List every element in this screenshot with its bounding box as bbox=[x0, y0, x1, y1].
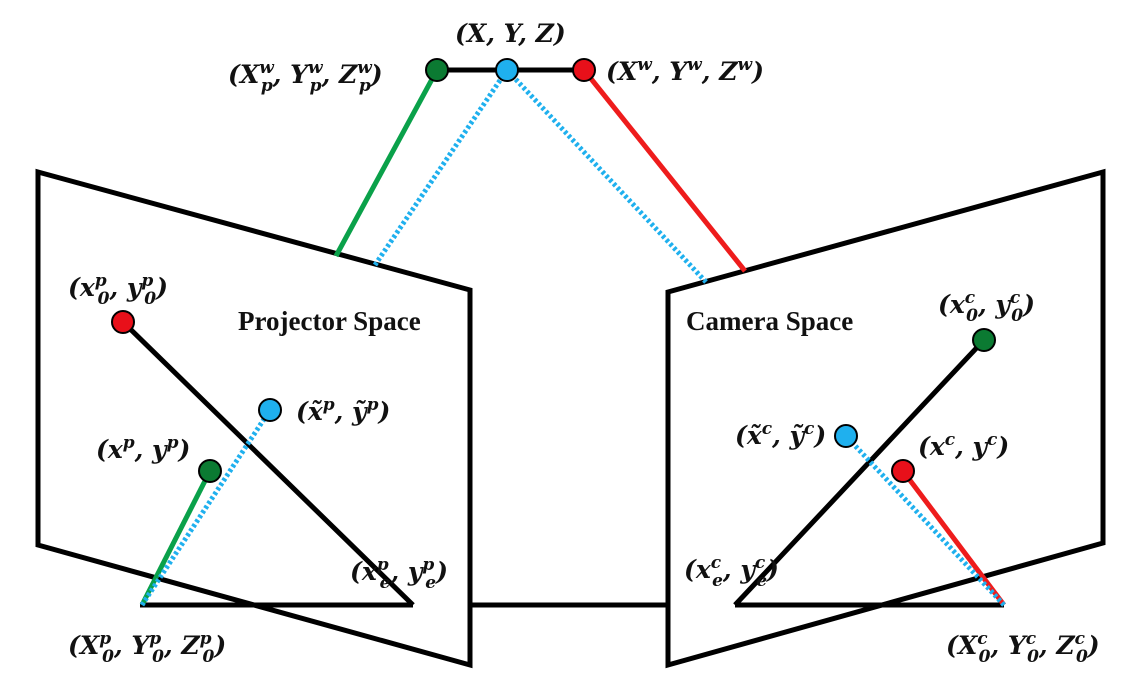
projector-ray-green-inside bbox=[139, 469, 213, 607]
camera-ray-blue-inside bbox=[844, 434, 1006, 607]
camera-ray-red-outside bbox=[582, 68, 747, 273]
camera-epipolar-line bbox=[733, 338, 986, 607]
projector-epipolar-line bbox=[121, 320, 415, 607]
camera-origin-green-dot-icon bbox=[972, 328, 996, 352]
projector-plane bbox=[35, 168, 473, 669]
projector-ideal-blue-dot-icon bbox=[258, 398, 282, 422]
camera-space-title: Camera Space bbox=[686, 306, 853, 336]
projector-ray-blue-outside bbox=[372, 68, 510, 267]
world-camera-point-red-dot-icon bbox=[572, 58, 596, 82]
camera-plane bbox=[665, 168, 1106, 669]
camera-point-label: (xc, yc) bbox=[918, 430, 1009, 461]
camera-ray-blue-outside bbox=[505, 68, 708, 284]
camera-ray-red-inside bbox=[901, 469, 1006, 607]
projector-origin-red-dot-icon bbox=[111, 310, 135, 334]
camera-point-red-dot-icon bbox=[891, 459, 915, 483]
projector-ray-blue-inside bbox=[139, 408, 273, 607]
world-ideal-label: (X, Y, Z) bbox=[455, 19, 566, 48]
world-projector-point-green-dot-icon bbox=[425, 58, 449, 82]
world-camera-label: (Xw, Yw, Zw) bbox=[606, 55, 764, 86]
camera-ideal-blue-dot-icon bbox=[834, 424, 858, 448]
world-ideal-point-blue-dot-icon bbox=[495, 58, 519, 82]
projector-point-green-dot-icon bbox=[198, 459, 222, 483]
projector-space-title: Projector Space bbox=[238, 306, 421, 336]
projector-point-label: (xp, yp) bbox=[96, 433, 190, 464]
camera-ideal-label: (x̃c, ỹc) bbox=[735, 419, 826, 450]
projector-ray-green-outside bbox=[333, 68, 440, 258]
projector-ideal-label: (x̃p, ỹp) bbox=[296, 395, 390, 426]
